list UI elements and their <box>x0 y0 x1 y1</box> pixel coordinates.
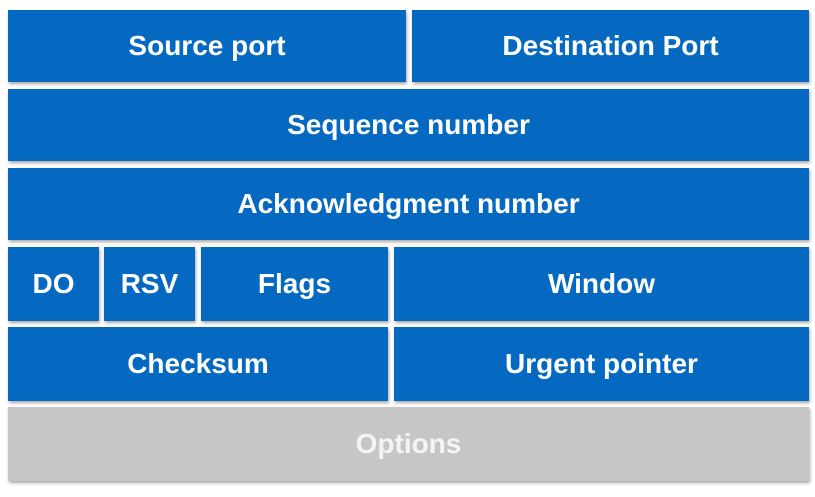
field-urgent-pointer: Urgent pointer <box>394 327 809 401</box>
field-window: Window <box>394 247 809 321</box>
field-data-offset: DO <box>8 247 99 321</box>
field-flags: Flags <box>201 247 388 321</box>
field-reserved: RSV <box>104 247 195 321</box>
field-destination-port: Destination Port <box>412 10 809 82</box>
field-acknowledgment-number: Acknowledgment number <box>8 168 809 240</box>
field-source-port: Source port <box>8 10 406 82</box>
field-sequence-number: Sequence number <box>8 89 809 161</box>
field-options: Options <box>8 407 809 481</box>
field-checksum: Checksum <box>8 327 388 401</box>
